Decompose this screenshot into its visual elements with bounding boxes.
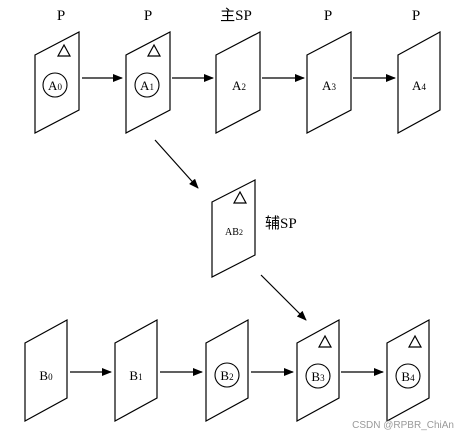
header-a4: P (412, 8, 420, 24)
header-a3: P (324, 8, 332, 24)
frame-a4-label: A4 (412, 78, 426, 93)
header-a0: P (57, 8, 65, 24)
circle-marker-icon (305, 363, 331, 389)
triangle-icon (317, 334, 333, 348)
frame-a3-label: A3 (322, 78, 336, 93)
frame-a0: A0 (34, 31, 80, 134)
circle-marker-icon (42, 72, 68, 98)
frame-a2: A2 (215, 31, 261, 134)
frame-b4-label: B4 (401, 369, 415, 384)
frame-a3: A3 (306, 31, 352, 134)
frame-b0: B0 (24, 318, 68, 423)
frame-b2-label: B2 (220, 368, 233, 383)
frame-b4: B4 (386, 318, 430, 423)
frame-a1: A1 (125, 31, 171, 134)
circle-marker-icon (134, 72, 160, 98)
frame-a1-label: A1 (140, 78, 154, 93)
frame-a2-label: A2 (232, 78, 246, 93)
circle-marker-icon (395, 363, 421, 389)
triangle-icon (407, 334, 423, 348)
frame-b3-label: B3 (311, 369, 325, 384)
frame-b1: B1 (114, 318, 158, 423)
triangle-icon (232, 190, 248, 204)
frame-a4: A4 (397, 30, 441, 135)
frame-b1-label: B1 (129, 368, 142, 383)
triangle-icon (146, 43, 162, 57)
frame-b2: B2 (205, 318, 249, 423)
watermark: CSDN @RPBR_ChiAn (352, 420, 454, 431)
circle-marker-icon (214, 362, 240, 388)
frame-ab2-label: AB2 (225, 227, 243, 238)
frame-b0-label: B0 (39, 368, 53, 383)
header-a2: 主SP (220, 7, 252, 24)
aux-sp-label: 辅SP (265, 215, 297, 232)
arrow-ab2-b3 (260, 274, 307, 321)
arrow-a1-ab2 (154, 139, 199, 189)
frame-ab2: AB2 (211, 179, 256, 278)
frame-b3: B3 (296, 318, 340, 423)
triangle-icon (56, 43, 72, 57)
frame-a0-label: A0 (48, 78, 62, 93)
header-a1: P (144, 8, 152, 24)
